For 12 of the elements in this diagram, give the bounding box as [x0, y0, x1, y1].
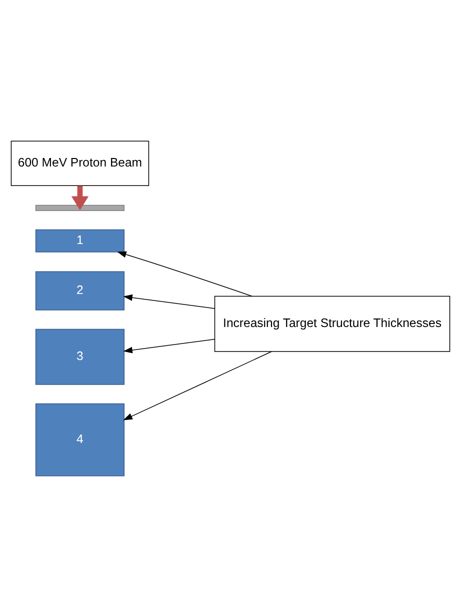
arrow: [71, 185, 89, 210]
node-box: 2: [35, 270, 125, 310]
node-box: 1: [35, 228, 125, 252]
node-box: 3: [35, 328, 125, 384]
node-box: 600 MeV Proton Beam: [10, 140, 150, 186]
arrow: [123, 350, 272, 420]
node-bar: [35, 204, 125, 210]
arrow: [123, 338, 215, 353]
arrow: [117, 250, 252, 296]
node-box: 4: [35, 402, 125, 476]
arrow: [123, 294, 215, 308]
node-box: Increasing Target Structure Thicknesses: [214, 295, 450, 352]
